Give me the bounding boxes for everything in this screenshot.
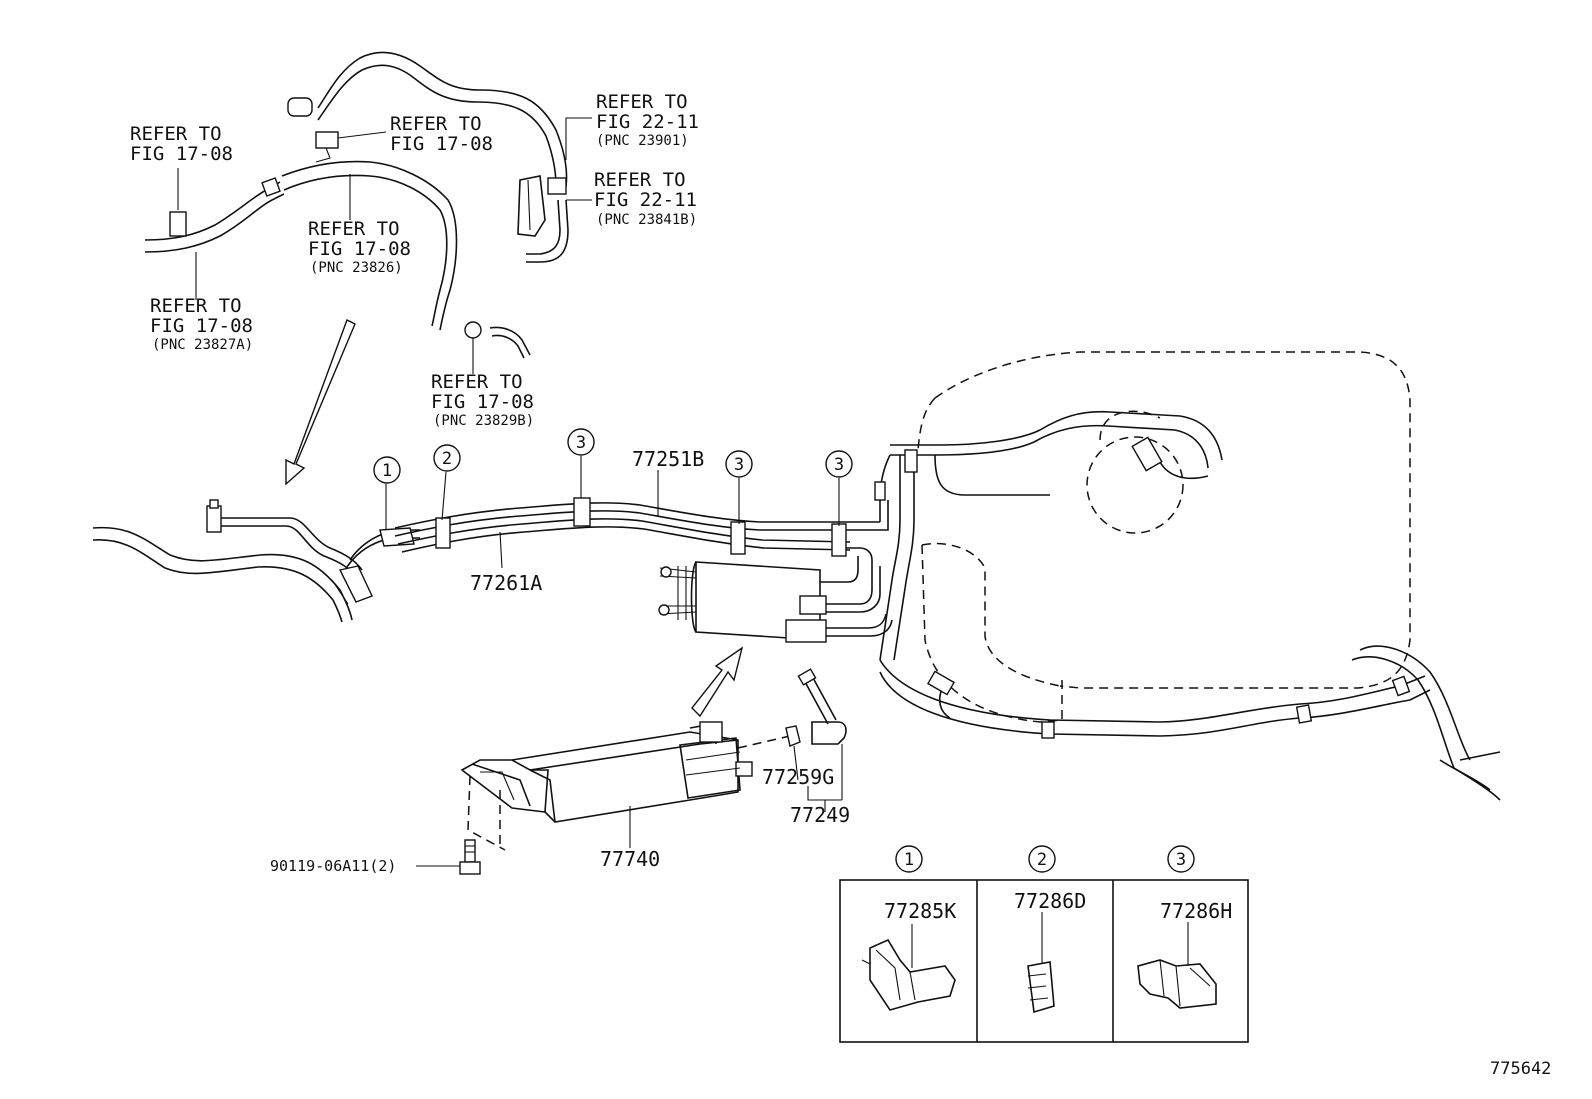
refer-label-6: REFER TO FIG 17-08 (PNC 23827A) — [150, 295, 253, 353]
part-77249: 77249 — [790, 803, 850, 827]
refer-label-7: REFER TO FIG 17-08 (PNC 23829B) — [431, 371, 534, 429]
svg-text:FIG 22-11: FIG 22-11 — [594, 189, 697, 211]
svg-text:FIG 22-11: FIG 22-11 — [596, 111, 699, 133]
tank-vent-lines — [879, 410, 1223, 661]
clip-3a — [573, 497, 591, 527]
svg-text:REFER TO: REFER TO — [150, 295, 242, 317]
legend-part-77285K: 77285K — [884, 899, 956, 923]
part-77251B: 77251B — [632, 447, 704, 471]
svg-text:REFER TO: REFER TO — [594, 169, 686, 191]
legend-part-77286D: 77286D — [1014, 889, 1086, 913]
leader-lines — [177, 117, 840, 848]
svg-text:1: 1 — [382, 461, 392, 481]
exploded-canister — [460, 721, 753, 851]
fuel-line-bundle — [92, 454, 891, 623]
part-77740: 77740 — [600, 847, 660, 871]
clip-77285K-drawing — [861, 924, 956, 1011]
hose-77249 — [737, 668, 847, 812]
bolt-90119 — [416, 839, 481, 875]
svg-text:FIG 17-08: FIG 17-08 — [150, 315, 253, 337]
refer-label-3: REFER TO FIG 22-11 (PNC 23901) — [596, 91, 699, 149]
clip-2 — [435, 517, 451, 549]
part-90119: 90119-06A11(2) — [270, 857, 396, 875]
svg-text:FIG 17-08: FIG 17-08 — [431, 391, 534, 413]
refer-label-5: REFER TO FIG 17-08 (PNC 23826) — [308, 218, 411, 276]
legend-header-3: 3 — [1167, 845, 1195, 873]
filler-pipe — [879, 645, 1501, 801]
svg-text:(PNC 23826): (PNC 23826) — [310, 260, 403, 276]
svg-text:REFER TO: REFER TO — [308, 218, 400, 240]
refer-label-1: REFER TO FIG 17-08 — [130, 123, 233, 165]
legend-header-1: 1 — [895, 845, 923, 873]
svg-text:REFER TO: REFER TO — [130, 123, 222, 145]
part-77259G: 77259G — [762, 765, 834, 789]
refer-label-4: REFER TO FIG 22-11 (PNC 23841B) — [594, 169, 697, 228]
svg-text:3: 3 — [1176, 850, 1186, 870]
svg-text:REFER TO: REFER TO — [431, 371, 523, 393]
callout-2: 2 — [433, 444, 461, 472]
svg-text:FIG 17-08: FIG 17-08 — [390, 133, 493, 155]
svg-text:REFER TO: REFER TO — [596, 91, 688, 113]
direction-arrows — [285, 319, 744, 718]
clip-3b — [730, 521, 746, 555]
callout-1: 1 — [373, 456, 401, 484]
clip-77286D-drawing — [1027, 912, 1055, 1014]
figure-id: 775642 — [1490, 1059, 1551, 1079]
svg-text:1: 1 — [904, 850, 914, 870]
clip-3c — [831, 523, 847, 557]
part-77261A: 77261A — [470, 571, 542, 595]
svg-text:REFER TO: REFER TO — [390, 113, 482, 135]
svg-text:FIG 17-08: FIG 17-08 — [308, 238, 411, 260]
legend-header-2: 2 — [1028, 845, 1056, 873]
svg-text:(PNC 23827A): (PNC 23827A) — [152, 337, 253, 353]
clip-77286H-drawing — [1137, 922, 1217, 1009]
callout-3c: 3 — [825, 450, 853, 478]
upper-hoses — [144, 51, 569, 359]
svg-text:(PNC 23829B): (PNC 23829B) — [433, 413, 534, 429]
svg-text:(PNC 23841B): (PNC 23841B) — [596, 212, 697, 228]
svg-text:FIG 17-08: FIG 17-08 — [130, 143, 233, 165]
svg-text:3: 3 — [834, 455, 844, 475]
svg-text:(PNC 23901): (PNC 23901) — [596, 133, 689, 149]
svg-text:3: 3 — [576, 433, 586, 453]
legend-part-77286H: 77286H — [1160, 899, 1232, 923]
svg-text:3: 3 — [734, 455, 744, 475]
clip-legend: 1 2 3 77285K 77286D 77286H — [839, 845, 1249, 1043]
callout-3b: 3 — [725, 450, 753, 478]
svg-text:2: 2 — [442, 449, 452, 469]
callout-3a: 3 — [567, 428, 595, 456]
refer-label-2: REFER TO FIG 17-08 — [390, 113, 493, 155]
svg-text:2: 2 — [1037, 850, 1047, 870]
fuel-tank-outline — [917, 351, 1411, 723]
installed-canister — [658, 547, 893, 643]
